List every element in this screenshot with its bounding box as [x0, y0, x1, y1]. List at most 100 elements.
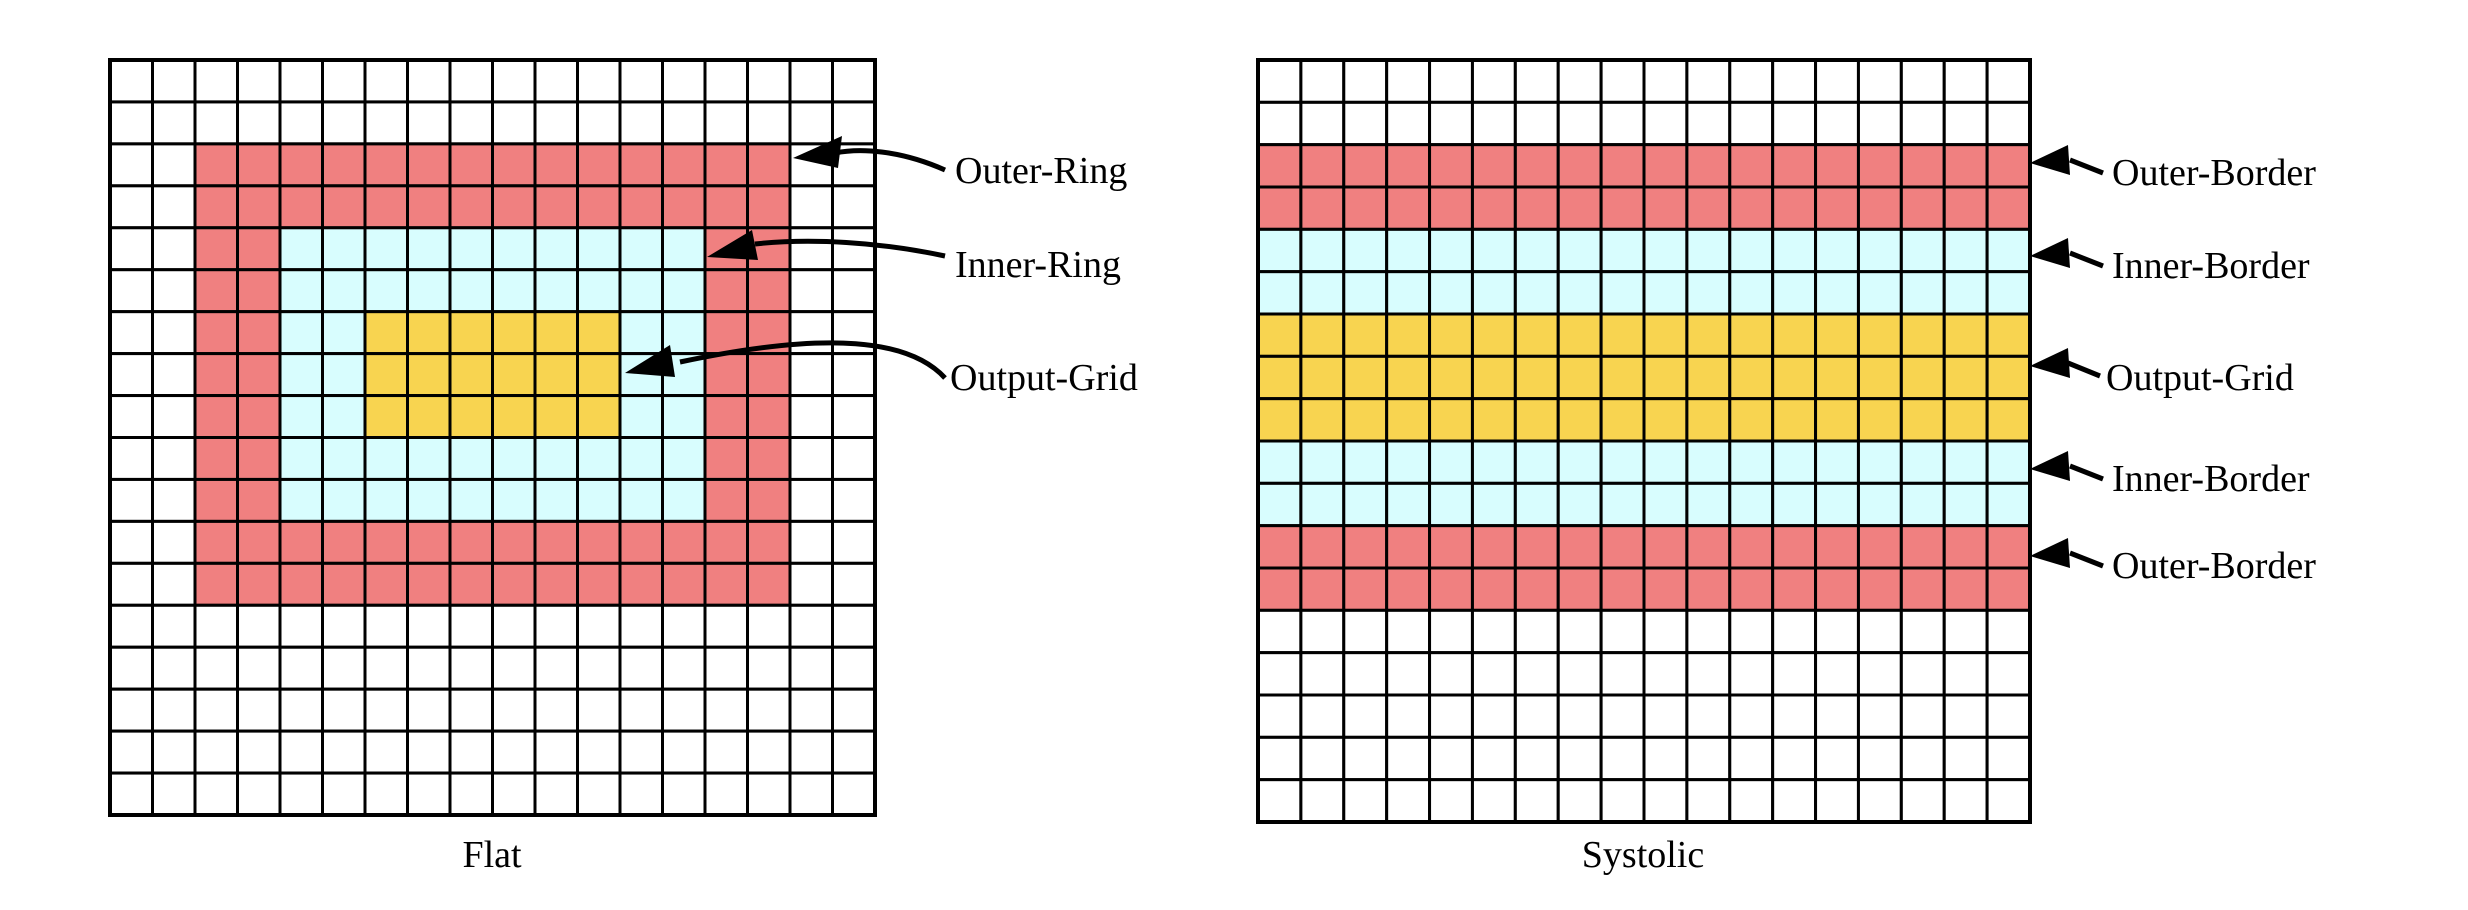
flat-cell-empty: [108, 268, 154, 314]
flat-cell-outer: [193, 268, 239, 314]
flat-cell-empty: [831, 58, 877, 104]
systolic-cell-empty: [1599, 58, 1646, 104]
systolic-cell-empty: [1814, 100, 1860, 147]
systolic-cell-outer: [1556, 185, 1603, 231]
flat-cell-empty: [321, 58, 367, 104]
flat-cell-empty: [831, 645, 877, 691]
systolic-cell-outer: [1685, 185, 1732, 231]
systolic-outer-border-bottom-callout: Outer-Border: [2030, 538, 2316, 587]
flat-cell-empty: [151, 729, 197, 775]
systolic-cell-outer: [1256, 524, 1303, 570]
flat-cell-empty: [278, 58, 324, 104]
systolic-cell-empty: [1428, 608, 1474, 655]
systolic-cell-inner: [1771, 439, 1818, 485]
flat-cell-outer: [278, 561, 324, 607]
flat-cell-outer: [533, 184, 579, 230]
flat-cell-empty: [831, 729, 877, 775]
systolic-cell-outer: [1256, 185, 1303, 231]
flat-cell-output: [363, 394, 409, 439]
systolic-cell-empty: [1642, 58, 1689, 104]
systolic-cell-empty: [1899, 58, 1946, 104]
systolic-cell-empty: [1856, 735, 1903, 782]
flat-cell-empty: [533, 729, 579, 775]
flat-cell-empty: [491, 100, 537, 146]
systolic-cell-empty: [1385, 608, 1432, 655]
systolic-cell-output: [1642, 397, 1689, 443]
flat-cell-empty: [278, 603, 324, 649]
flat-inner-ring-arrow-line: [754, 238, 946, 259]
systolic-cell-inner: [1428, 270, 1474, 316]
systolic-cell-empty: [1513, 100, 1560, 147]
systolic-cell-empty: [1814, 58, 1860, 104]
flat-caption: Flat: [462, 834, 522, 876]
systolic-cell-output: [1556, 354, 1603, 401]
flat-cell-inner: [321, 477, 367, 523]
flat-cell-outer: [406, 561, 452, 607]
systolic-cell-inner: [1856, 481, 1903, 528]
systolic-inner-border-bottom-callout: Inner-Border: [2030, 451, 2310, 500]
flat-cell-empty: [576, 645, 622, 691]
systolic-cell-inner: [1256, 439, 1303, 485]
flat-cell-outer: [193, 226, 239, 272]
flat-cell-empty: [618, 771, 664, 817]
flat-cell-empty: [788, 729, 834, 775]
flat-cell-inner: [618, 226, 664, 272]
flat-cell-empty: [491, 645, 537, 691]
flat-cell-outer: [236, 310, 282, 356]
flat-cell-empty: [151, 771, 197, 817]
flat-cell-empty: [831, 771, 877, 817]
flat-cell-empty: [661, 603, 707, 649]
systolic-cell-output: [1899, 397, 1946, 443]
systolic-cell-inner: [1642, 481, 1689, 528]
flat-cell-outer: [491, 519, 537, 565]
systolic-cell-output: [1685, 397, 1732, 443]
flat-cell-empty: [788, 394, 834, 439]
flat-cell-empty: [661, 687, 707, 733]
flat-cell-empty: [151, 352, 197, 398]
flat-cell-outer: [533, 561, 579, 607]
systolic-cell-empty: [1428, 693, 1474, 739]
flat-cell-outer: [321, 519, 367, 565]
flat-cell-inner: [321, 310, 367, 356]
flat-cell-inner: [363, 268, 409, 314]
systolic-cell-output: [1771, 397, 1818, 443]
flat-cell-inner: [491, 226, 537, 272]
flat-cell-empty: [151, 687, 197, 733]
flat-cell-empty: [108, 687, 154, 733]
systolic-cell-inner: [1299, 227, 1346, 274]
systolic-cell-outer: [1470, 566, 1517, 612]
systolic-cell-outer: [1470, 143, 1517, 189]
flat-inner-ring-callout: Inner-Ring: [707, 230, 1121, 286]
systolic-cell-output: [1256, 354, 1303, 401]
systolic-cell-outer: [1685, 524, 1732, 570]
flat-cell-outer: [703, 310, 749, 356]
flat-cell-output: [491, 310, 537, 356]
systolic-cell-empty: [1599, 735, 1646, 782]
flat-cell-empty: [576, 771, 622, 817]
systolic-cell-output: [1342, 312, 1389, 358]
systolic-cell-empty: [1470, 651, 1517, 697]
flat-cell-empty: [363, 771, 409, 817]
flat-cell-empty: [151, 394, 197, 439]
systolic-cell-inner: [1470, 227, 1517, 274]
systolic-cell-outer: [1556, 524, 1603, 570]
systolic-cell-inner: [1985, 439, 2032, 485]
flat-cell-outer: [448, 519, 494, 565]
systolic-cell-empty: [1642, 735, 1689, 782]
flat-cell-inner: [406, 477, 452, 523]
systolic-cell-inner: [1299, 481, 1346, 528]
flat-cell-inner: [533, 268, 579, 314]
flat-cell-outer: [703, 352, 749, 398]
flat-cell-output: [406, 394, 452, 439]
systolic-cell-output: [1642, 312, 1689, 358]
systolic-cell-empty: [1299, 735, 1346, 782]
systolic-cell-inner: [1256, 227, 1303, 274]
systolic-inner-border-top-callout: Inner-Border: [2030, 238, 2310, 287]
systolic-cell-output: [1728, 354, 1775, 401]
systolic-cell-inner: [1771, 227, 1818, 274]
flat-cell-outer: [406, 519, 452, 565]
flat-cell-outer: [278, 142, 324, 188]
flat-cell-empty: [831, 394, 877, 439]
flat-cell-inner: [406, 226, 452, 272]
